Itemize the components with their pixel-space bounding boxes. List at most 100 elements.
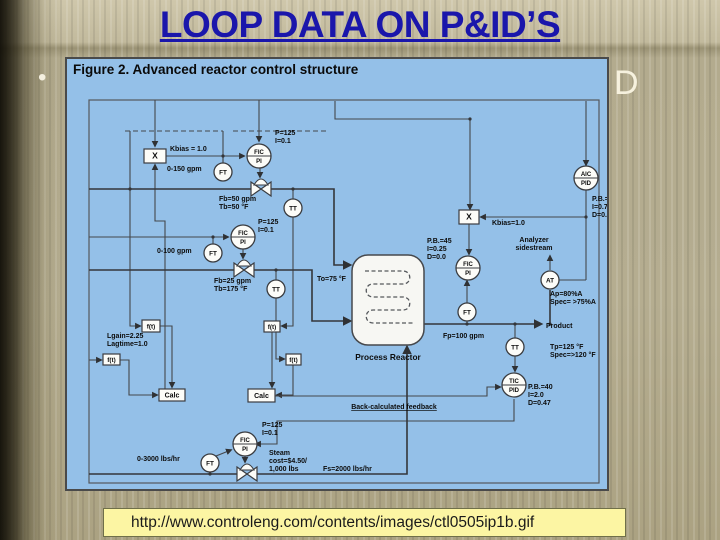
svg-text:I=0.1: I=0.1	[262, 430, 278, 437]
svg-text:Lagtime=1.0: Lagtime=1.0	[107, 341, 148, 348]
svg-text:Fb=50 gpm: Fb=50 gpm	[219, 196, 256, 203]
svg-text:D=0.07: D=0.07	[592, 212, 607, 219]
block-x2: X	[458, 209, 480, 225]
svg-text:TT: TT	[511, 344, 519, 351]
svg-text:P.B.=40: P.B.=40	[528, 384, 553, 391]
instrument-tt3: TT	[505, 337, 525, 357]
svg-text:FT: FT	[463, 309, 471, 316]
cutoff-text-letter: D	[614, 64, 639, 102]
svg-text:Product: Product	[546, 323, 573, 330]
svg-text:Back-calculated feedback: Back-calculated feedback	[351, 404, 437, 411]
junction-dot	[211, 235, 215, 239]
svg-text:FT: FT	[206, 460, 214, 467]
control-valve-icon	[236, 463, 258, 483]
svg-text:sidestream: sidestream	[516, 245, 553, 252]
block-calc2: Calc	[247, 388, 276, 403]
label-kbias2: Kbias=1.0	[492, 220, 525, 227]
block-x1: X	[143, 148, 167, 164]
svg-text:Fp=100 gpm: Fp=100 gpm	[443, 333, 484, 340]
svg-text:I=0.7: I=0.7	[592, 204, 607, 211]
svg-text:Lgain=2.25: Lgain=2.25	[107, 333, 143, 340]
instrument-fic4: FIC PI	[232, 431, 258, 457]
junction-dot	[548, 322, 552, 326]
pid-diagram: Process Reactor X Xf(t) f(t) f(t) f(t) Calc Cal…	[88, 99, 607, 484]
junction-dot	[128, 187, 132, 191]
svg-text:PI: PI	[240, 240, 246, 246]
svg-text:AT: AT	[546, 277, 554, 284]
process-reactor-vessel: Process Reactor	[351, 254, 425, 362]
svg-text:Tb=50 °F: Tb=50 °F	[219, 203, 249, 211]
instrument-tt2: TT	[266, 279, 286, 299]
svg-text:X: X	[152, 150, 158, 160]
svg-text:P=125: P=125	[275, 130, 296, 137]
svg-text:1,000 lbs: 1,000 lbs	[269, 466, 299, 473]
svg-text:TIC: TIC	[509, 379, 519, 385]
junction-dot	[208, 472, 212, 476]
figure-image-panel: Figure 2. Advanced reactor control struc…	[65, 57, 609, 491]
control-valve-icon	[233, 259, 255, 279]
label-fs2000: Fs=2000 lbs/hr	[323, 466, 372, 473]
svg-text:To=75 °F: To=75 °F	[317, 275, 347, 283]
junction-dot	[274, 268, 278, 272]
svg-text:f(t): f(t)	[268, 324, 276, 331]
svg-text:D=0.47: D=0.47	[528, 400, 551, 407]
svg-text:P=125: P=125	[262, 422, 283, 429]
svg-text:X: X	[466, 211, 472, 221]
svg-text:PI: PI	[242, 447, 248, 453]
label-fp100: Fp=100 gpm	[443, 333, 484, 340]
process-pipes	[89, 188, 551, 475]
block-f1: f(t)	[141, 319, 161, 333]
label-product: Product	[546, 323, 573, 330]
label-to75: To=75 °F	[317, 275, 347, 283]
junction-dot	[584, 215, 588, 219]
svg-text:PID: PID	[509, 388, 520, 394]
svg-text:f(t): f(t)	[107, 357, 115, 364]
svg-text:Calc: Calc	[165, 392, 180, 399]
label-ficparams: P.B.=45I=0.25D=0.0	[427, 238, 452, 261]
label-aicparams: P.B.=215I=0.7D=0.07	[592, 196, 607, 219]
slide-title: LOOP DATA ON P&ID’S	[159, 4, 561, 45]
label-kbias1: Kbias = 1.0	[170, 146, 207, 153]
svg-text:FIC: FIC	[254, 150, 264, 156]
svg-text:cost=$4.50/: cost=$4.50/	[269, 458, 307, 465]
bullet-marker: •	[38, 64, 47, 91]
svg-text:Fs=2000 lbs/hr: Fs=2000 lbs/hr	[323, 466, 372, 473]
url-caption: http://www.controleng.com/contents/image…	[103, 508, 626, 537]
svg-text:I=0.1: I=0.1	[275, 138, 291, 145]
svg-text:Spec= >75%A: Spec= >75%A	[550, 299, 596, 306]
block-f4: f(t)	[285, 353, 302, 366]
label-ticparams: P.B.=40I=2.0D=0.47	[528, 384, 553, 407]
svg-text:AIC: AIC	[581, 172, 592, 178]
svg-text:FIC: FIC	[240, 438, 250, 444]
diagram-frame	[88, 99, 600, 484]
instrument-ft1: FT	[213, 162, 233, 182]
label-gpm150: 0-150 gpm	[167, 166, 202, 173]
control-valve-icon	[250, 178, 272, 198]
svg-text:TT: TT	[272, 286, 280, 293]
block-f2: f(t)	[102, 353, 121, 366]
label-gpm100: 0-100 gpm	[157, 248, 192, 255]
reactor-coil	[365, 270, 413, 324]
junction-dot	[468, 117, 472, 121]
svg-text:P=125: P=125	[258, 219, 279, 226]
svg-text:I=0.25: I=0.25	[427, 246, 447, 253]
svg-text:TT: TT	[289, 205, 297, 212]
svg-text:f(t): f(t)	[147, 323, 155, 330]
svg-text:Fb=25 gpm: Fb=25 gpm	[214, 278, 251, 285]
junction-dot	[465, 322, 469, 326]
block-f3: f(t)	[263, 320, 281, 333]
svg-text:0-100 gpm: 0-100 gpm	[157, 248, 192, 255]
label-backcalc: Back-calculated feedback	[351, 404, 437, 411]
svg-text:FIC: FIC	[463, 262, 473, 268]
svg-text:Ap=80%A: Ap=80%A	[550, 291, 582, 298]
